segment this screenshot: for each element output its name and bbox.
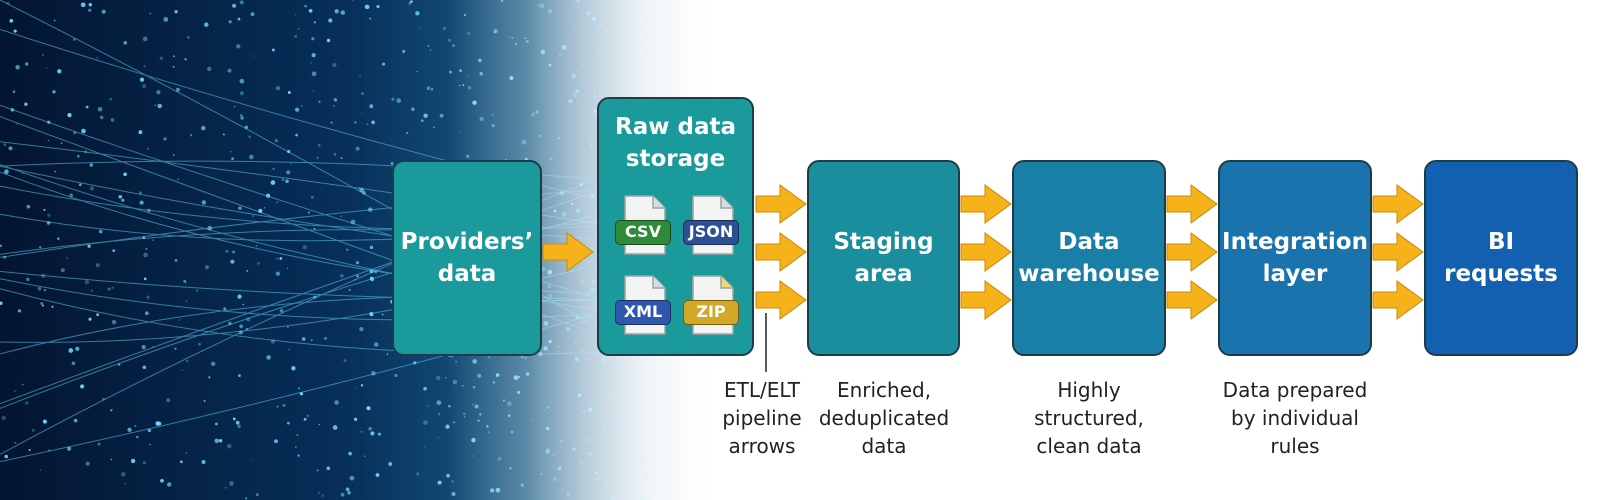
right-arrow-icon — [1166, 184, 1218, 224]
caption-warehouse: Highly structured, clean data — [1034, 378, 1144, 458]
right-arrow-icon — [960, 184, 1012, 224]
stage-staging-area[interactable]: Staging area — [807, 160, 960, 356]
caption-pipeline-arrows: ETL/ELT pipeline arrows — [722, 378, 802, 458]
right-arrow-icon — [755, 232, 807, 272]
file-type-label: JSON — [683, 220, 739, 245]
stage-providers-data[interactable]: Providers’ data — [392, 160, 542, 356]
right-arrow-icon — [755, 280, 807, 320]
right-arrow-icon — [1372, 184, 1424, 224]
stage-label: Raw data storage — [615, 114, 736, 172]
right-arrow-icon — [1372, 280, 1424, 320]
stage-label: Providers’ data — [400, 229, 534, 287]
xml-file-icon: XML — [613, 274, 673, 338]
stage-data-warehouse[interactable]: Data warehouse — [1012, 160, 1166, 356]
stage-label: BI requests — [1444, 229, 1558, 287]
stage-label: Staging area — [833, 229, 934, 287]
stage-label: Integration layer — [1222, 229, 1368, 287]
right-arrow-icon — [1166, 232, 1218, 272]
csv-file-icon: CSV — [613, 194, 673, 258]
right-arrow-icon — [1166, 280, 1218, 320]
json-file-icon: JSON — [681, 194, 741, 258]
zip-file-icon: ZIP — [681, 274, 741, 338]
right-arrow-icon — [1372, 232, 1424, 272]
stage-label: Data warehouse — [1018, 229, 1160, 287]
stage-integration-layer[interactable]: Integration layer — [1218, 160, 1372, 356]
right-arrow-icon — [960, 232, 1012, 272]
caption-integration: Data prepared by individual rules — [1222, 378, 1368, 458]
stage-raw-data-storage[interactable]: Raw data storage CSV JSON XML ZIP — [597, 97, 754, 356]
caption-staging: Enriched, deduplicated data — [818, 378, 950, 458]
file-type-label: XML — [615, 300, 671, 325]
file-type-label: CSV — [615, 220, 671, 245]
right-arrow-icon — [960, 280, 1012, 320]
right-arrow-icon — [542, 232, 594, 272]
right-arrow-icon — [755, 184, 807, 224]
file-type-label: ZIP — [683, 300, 739, 325]
stage-bi-requests[interactable]: BI requests — [1424, 160, 1578, 356]
